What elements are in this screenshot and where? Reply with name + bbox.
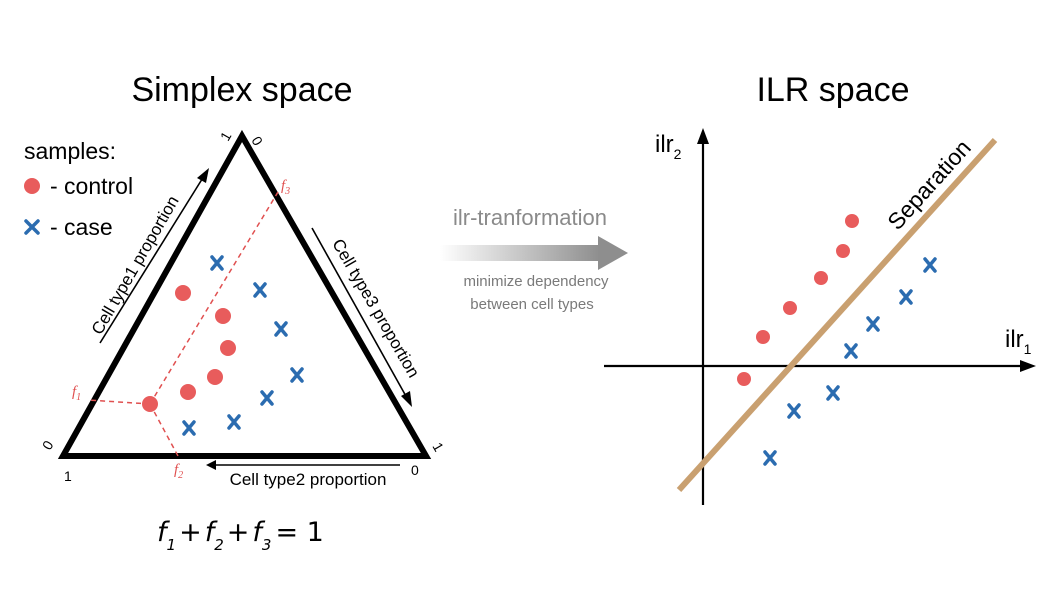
ilr-case-points (763, 257, 937, 466)
ilr-transformation-label: ilr-tranformation (453, 205, 607, 230)
blue-cross-icon (24, 219, 40, 235)
case-point (844, 343, 858, 359)
tick-left-outer: 0 (39, 438, 57, 453)
arrow-sub-line2: between cell types (470, 296, 593, 313)
bottom-axis-arrowhead (206, 460, 216, 470)
tick-top-left: 1 (217, 129, 235, 144)
control-point (836, 244, 850, 258)
f2-label: f2 (174, 462, 183, 481)
separation-line (676, 137, 998, 493)
left-axis-arrowhead (197, 168, 209, 183)
case-point (260, 390, 274, 406)
case-point (290, 367, 304, 383)
control-point (175, 285, 191, 301)
bottom-axis-label: Cell type2 proportion (230, 470, 387, 489)
control-point (737, 372, 751, 386)
case-point (763, 450, 777, 466)
case-point (274, 321, 288, 337)
legend-control-label: - control (50, 173, 133, 199)
case-point (253, 282, 267, 298)
transformation-arrow-body (440, 245, 600, 261)
legend-case-label: - case (50, 214, 113, 240)
control-point (142, 396, 158, 412)
ilr-title: ILR space (756, 71, 909, 109)
simplex-case-points (182, 255, 304, 436)
x-axis-arrowhead (1020, 360, 1036, 372)
case-point (182, 420, 196, 436)
dashed-line-f2 (149, 403, 179, 457)
ilr-control-points (737, 214, 859, 386)
control-point (220, 340, 236, 356)
tick-left-bottom: 1 (64, 468, 72, 484)
simplex-formula: f1+f2+f3= 1 (157, 517, 324, 554)
f1-label: f1 (72, 384, 81, 403)
right-axis-arrowhead (401, 391, 412, 407)
tick-right-bottom: 0 (411, 462, 419, 478)
x-axis-label: ilr1 (1005, 326, 1032, 357)
control-point (215, 308, 231, 324)
case-point (210, 255, 224, 271)
case-point (826, 385, 840, 401)
f3-label: f3 (281, 178, 290, 197)
case-point (923, 257, 937, 273)
control-point (845, 214, 859, 228)
red-dot-icon (24, 178, 40, 194)
control-point (180, 384, 196, 400)
simplex-title: Simplex space (131, 71, 352, 109)
left-axis-arrow (99, 175, 205, 344)
dashed-line-f1 (87, 399, 151, 405)
y-axis-arrowhead (697, 128, 709, 144)
tick-right-outer: 1 (429, 440, 447, 455)
right-axis-arrow (311, 227, 408, 399)
simplex-triangle (57, 129, 432, 459)
case-point (866, 316, 880, 332)
control-point (756, 330, 770, 344)
control-point (783, 301, 797, 315)
case-point (787, 403, 801, 419)
transformation-arrow-head (598, 236, 628, 270)
control-point (814, 271, 828, 285)
arrow-sub-line1: minimize dependency (463, 273, 609, 290)
simplex-control-points (142, 285, 236, 412)
case-point (227, 414, 241, 430)
legend-heading: samples: (24, 138, 116, 164)
control-point (207, 369, 223, 385)
case-point (899, 289, 913, 305)
separation-label: Separation (882, 135, 976, 235)
projection-lines (87, 191, 279, 457)
y-axis-label: ilr2 (655, 131, 682, 162)
